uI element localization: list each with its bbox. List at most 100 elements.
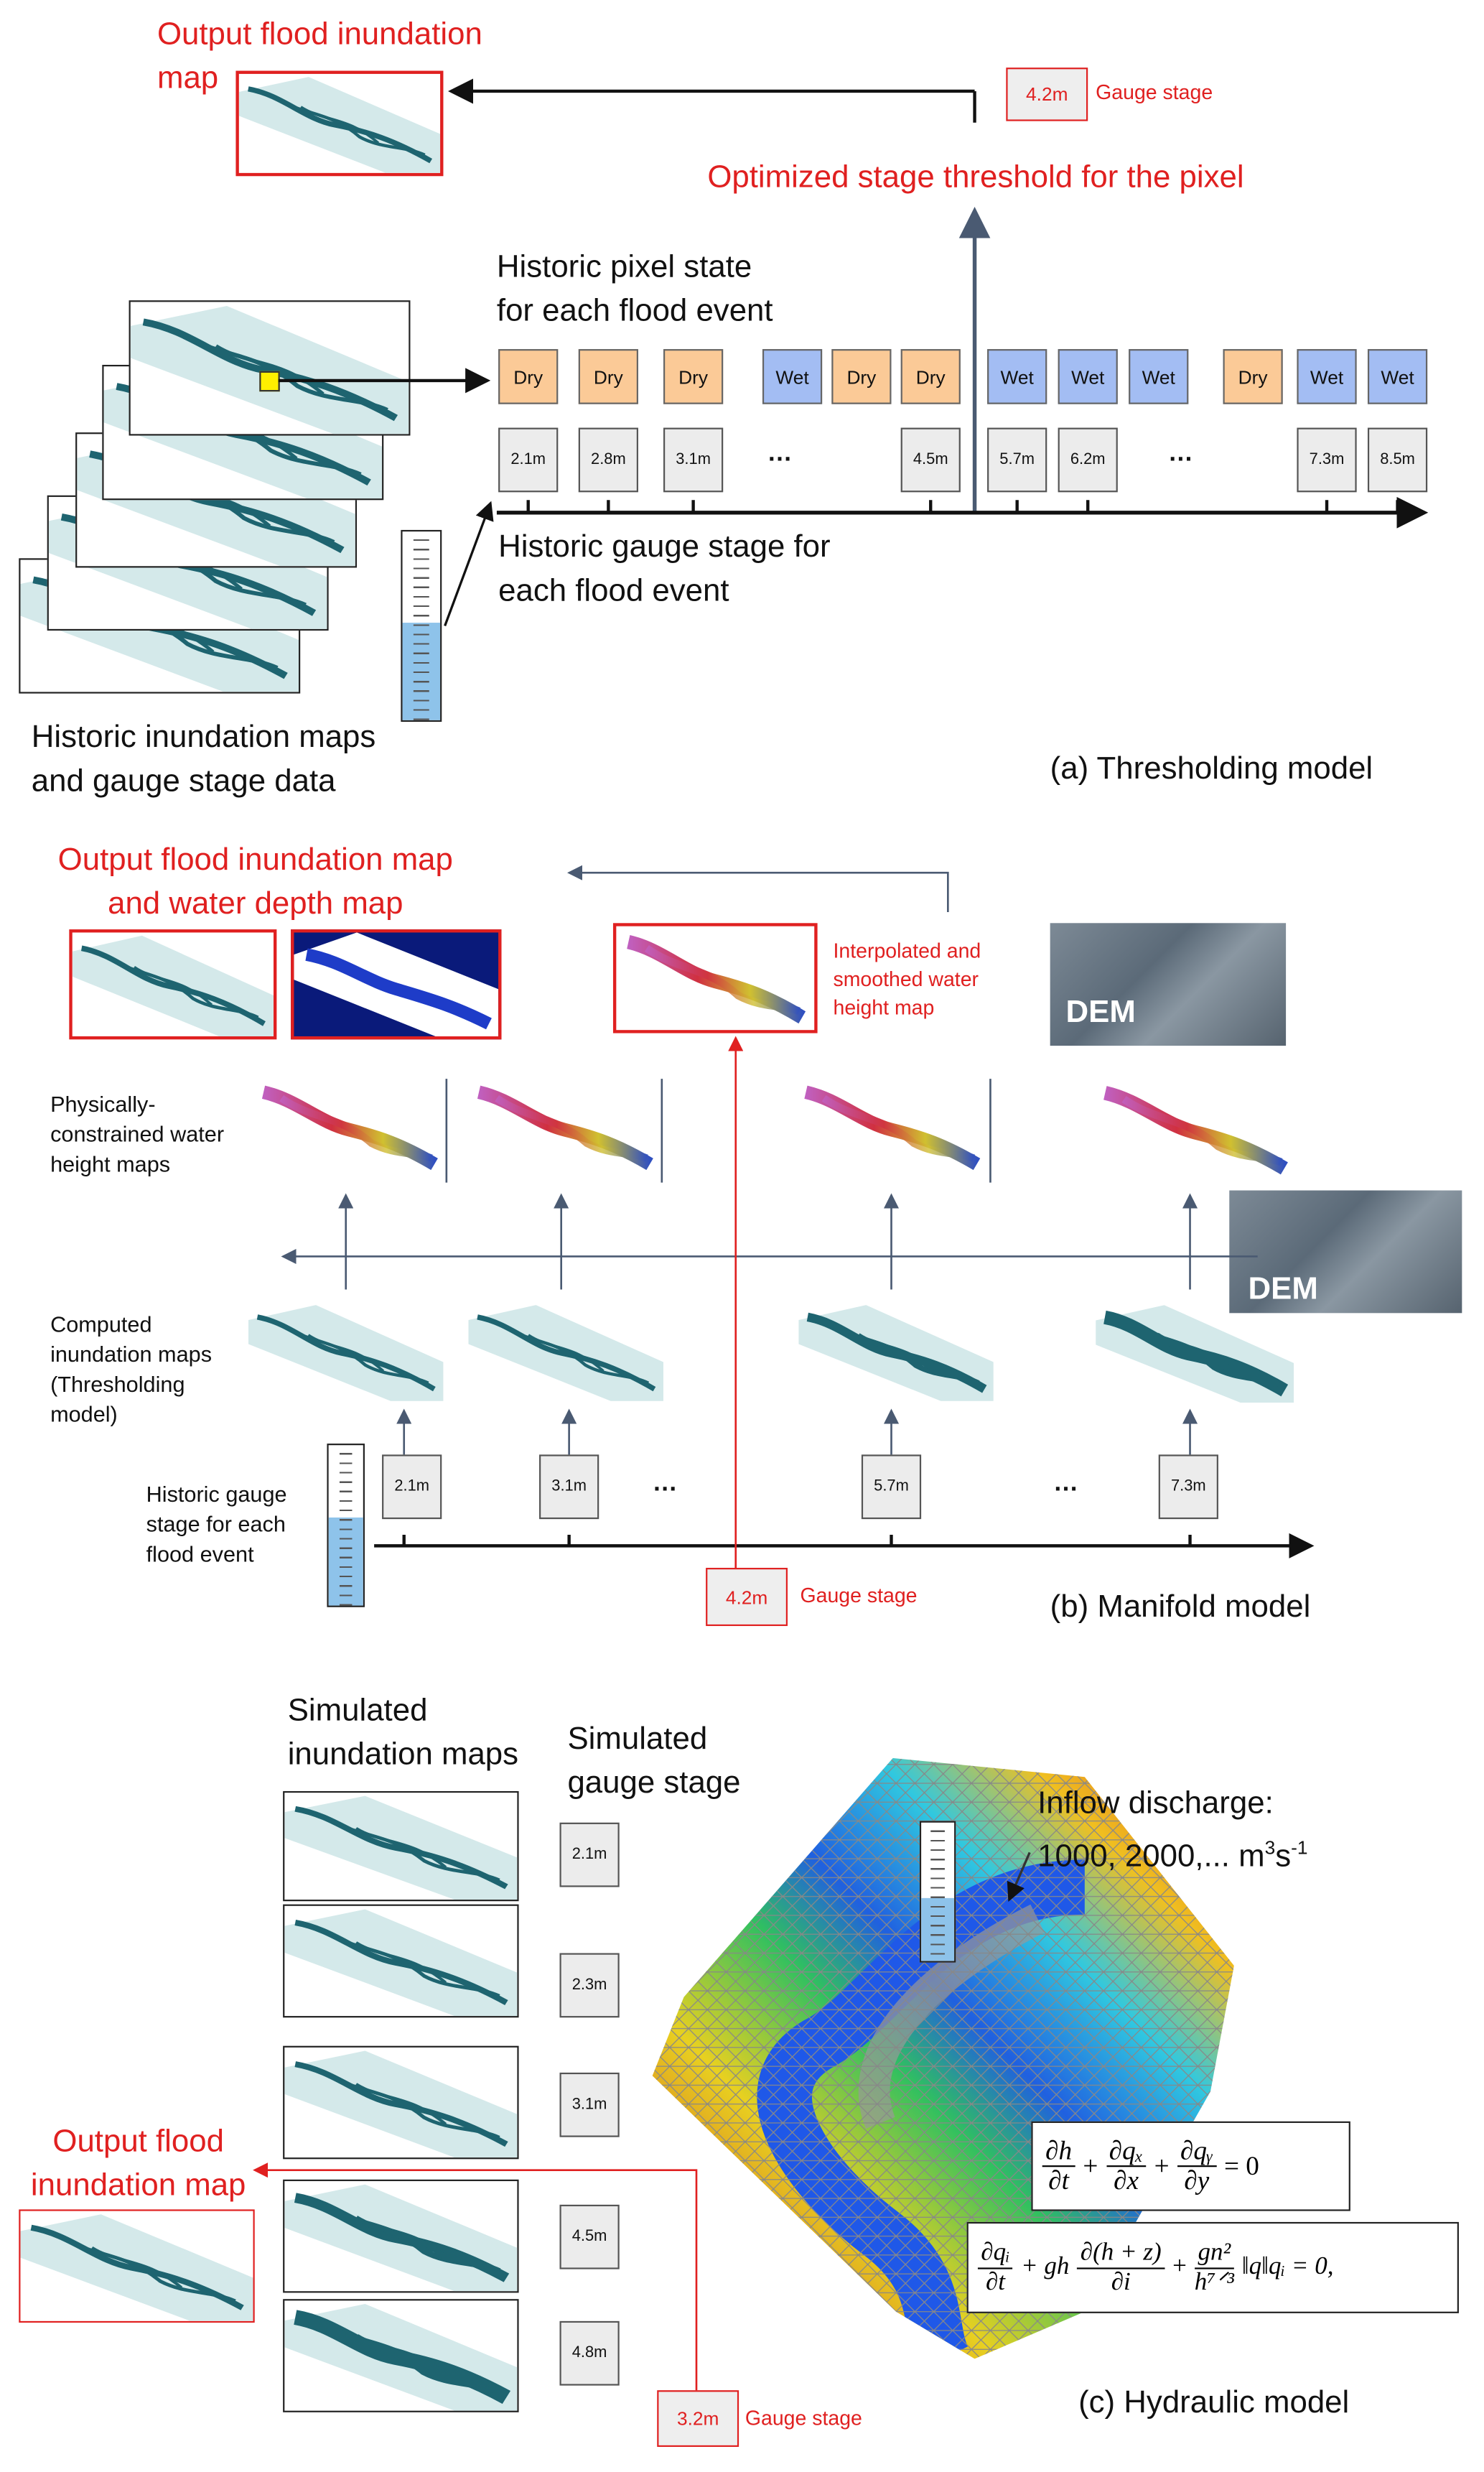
- c-sim-map-4: [283, 2179, 519, 2293]
- pixel-state-wet: Wet: [762, 349, 823, 404]
- pixel-state-dry: Dry: [831, 349, 892, 404]
- a-pixel-state-line1: Historic pixel state: [496, 250, 752, 285]
- b-gauge-value: 4.2m: [706, 1568, 788, 1627]
- a-gauge-stage-line1: Historic gauge stage for: [498, 529, 831, 565]
- a-historic-map-1: [129, 300, 411, 436]
- a-pixel-state-title: Historic pixel state for each flood even…: [497, 246, 773, 334]
- c-sim-stage-line2: gauge stage: [567, 1765, 741, 1801]
- c-output-map: [19, 2209, 255, 2323]
- b-computed-line3: (Thresholding: [50, 1371, 185, 1397]
- continuity-equation: ∂h∂t + ∂qₓ∂x + ∂qᵧ∂y = 0: [1031, 2121, 1350, 2211]
- pixel-state-dry: Dry: [900, 349, 961, 404]
- c-inflow-sup1: 3: [1264, 1836, 1276, 1859]
- b-height-line2: constrained water: [50, 1121, 225, 1147]
- pixel-state-dry: Dry: [663, 349, 724, 404]
- c-stage-box: 3.1m: [559, 2072, 620, 2137]
- a-threshold-label: Optimized stage threshold for the pixel: [707, 160, 1244, 195]
- pixel-state-dry: Dry: [498, 349, 559, 404]
- b-ellipsis-2: …: [1053, 1470, 1079, 1497]
- a-pixel-state-line2: for each flood event: [496, 294, 773, 329]
- a-maps-line1: Historic inundation maps: [31, 720, 376, 756]
- b-interp-label: Interpolated and smoothed water height m…: [833, 937, 981, 1022]
- c-gauge-ruler-icon: [919, 1821, 956, 1963]
- pixel-state-wet: Wet: [1129, 349, 1189, 404]
- b-height-label: Physically- constrained water height map…: [50, 1089, 224, 1179]
- selected-pixel-marker: [259, 371, 280, 392]
- b-gauge-ruler-icon: [327, 1444, 365, 1607]
- pixel-state-wet: Wet: [1297, 349, 1357, 404]
- b-computed-map-1: [248, 1302, 444, 1406]
- b-height-map-1: [251, 1077, 447, 1181]
- b-stage-box: 7.3m: [1158, 1454, 1218, 1520]
- c-sim-stage-line1: Simulated: [567, 1721, 708, 1757]
- b-dem-label-1: DEM: [1065, 995, 1136, 1031]
- b-computed-line1: Computed: [50, 1311, 152, 1337]
- a-ellipsis-1: …: [767, 440, 793, 468]
- c-inflow-s: s: [1275, 1839, 1292, 1874]
- b-computed-map-2: [468, 1302, 664, 1406]
- pixel-state-dry: Dry: [578, 349, 638, 404]
- b-height-map-4: [1093, 1077, 1297, 1181]
- b-gauge-line1: Historic gauge: [146, 1481, 287, 1507]
- b-height-line3: height maps: [50, 1151, 171, 1176]
- b-output-inundation-map: [69, 929, 277, 1040]
- c-stage-box: 4.5m: [559, 2204, 620, 2269]
- b-height-map-2: [467, 1077, 662, 1181]
- a-output-title-line2: map: [157, 61, 219, 96]
- c-inflow-line1: Inflow discharge:: [1037, 1786, 1274, 1821]
- b-interpolated-map: [612, 923, 818, 1033]
- a-stage-box: 2.8m: [578, 427, 638, 493]
- a-output-map: [235, 70, 444, 177]
- b-output-line2: and water depth map: [108, 886, 403, 922]
- b-gauge-label-block: Historic gauge stage for each flood even…: [146, 1479, 287, 1569]
- c-output-title: Output flood inundation map: [13, 2120, 264, 2208]
- c-stage-box: 2.3m: [559, 1953, 620, 2018]
- c-sim-maps-title: Simulated inundation maps: [288, 1689, 518, 1778]
- b-output-line1: Output flood inundation map: [57, 842, 453, 878]
- c-inflow-line2: 1000, 2000,... m: [1037, 1839, 1265, 1874]
- c-inflow-sup2: -1: [1291, 1836, 1308, 1859]
- a-gauge-stage-title: Historic gauge stage for each flood even…: [498, 525, 831, 613]
- c-caption: (c) Hydraulic model: [1078, 2385, 1350, 2420]
- c-sim-map-3: [283, 2045, 519, 2160]
- a-gauge-ruler-icon: [401, 529, 442, 722]
- a-output-title-line1: Output flood inundation: [157, 17, 482, 52]
- a-stage-box: 7.3m: [1297, 427, 1357, 493]
- c-inflow-label: Inflow discharge: 1000, 2000,... m3s-1: [1037, 1782, 1307, 1879]
- b-dem-label-2: DEM: [1248, 1272, 1318, 1307]
- a-gauge-value: 4.2m: [1006, 68, 1088, 121]
- a-output-title: Output flood inundation map: [157, 13, 482, 101]
- b-ellipsis-1: …: [652, 1470, 678, 1497]
- c-sim-map-1: [283, 1790, 519, 1902]
- pixel-state-wet: Wet: [1058, 349, 1118, 404]
- c-output-line2: inundation map: [30, 2168, 246, 2203]
- b-interp-line1: Interpolated and: [833, 939, 981, 963]
- b-stage-box: 5.7m: [861, 1454, 922, 1520]
- c-sim-map-5: [283, 2299, 519, 2412]
- a-stage-box: 6.2m: [1058, 427, 1118, 493]
- b-output-depth-map: [291, 929, 502, 1040]
- a-stage-box: 5.7m: [987, 427, 1047, 493]
- pixel-state-dry: Dry: [1223, 349, 1283, 404]
- a-caption: (a) Thresholding model: [1050, 751, 1373, 786]
- a-stage-box: 8.5m: [1367, 427, 1428, 493]
- c-output-line1: Output flood: [52, 2124, 224, 2160]
- b-interp-line2: smoothed water: [833, 967, 979, 991]
- c-gauge-label: Gauge stage: [745, 2406, 862, 2430]
- pixel-state-wet: Wet: [1367, 349, 1428, 404]
- a-stage-box: 4.5m: [900, 427, 961, 493]
- b-computed-line2: inundation maps: [50, 1341, 213, 1367]
- b-interp-line3: height map: [833, 995, 935, 1019]
- a-maps-title: Historic inundation maps and gauge stage…: [32, 715, 376, 804]
- b-height-line1: Physically-: [50, 1091, 156, 1117]
- b-output-title: Output flood inundation map and water de…: [32, 838, 480, 926]
- b-dem-image-1: DEM: [1050, 923, 1287, 1046]
- b-stage-box: 3.1m: [539, 1454, 599, 1520]
- c-sim-maps-line2: inundation maps: [287, 1737, 519, 1772]
- b-stage-box: 2.1m: [382, 1454, 442, 1520]
- c-sim-stage-title: Simulated gauge stage: [567, 1717, 740, 1806]
- c-gauge-value: 3.2m: [657, 2390, 739, 2448]
- b-gauge-stage-label: Gauge stage: [800, 1583, 918, 1607]
